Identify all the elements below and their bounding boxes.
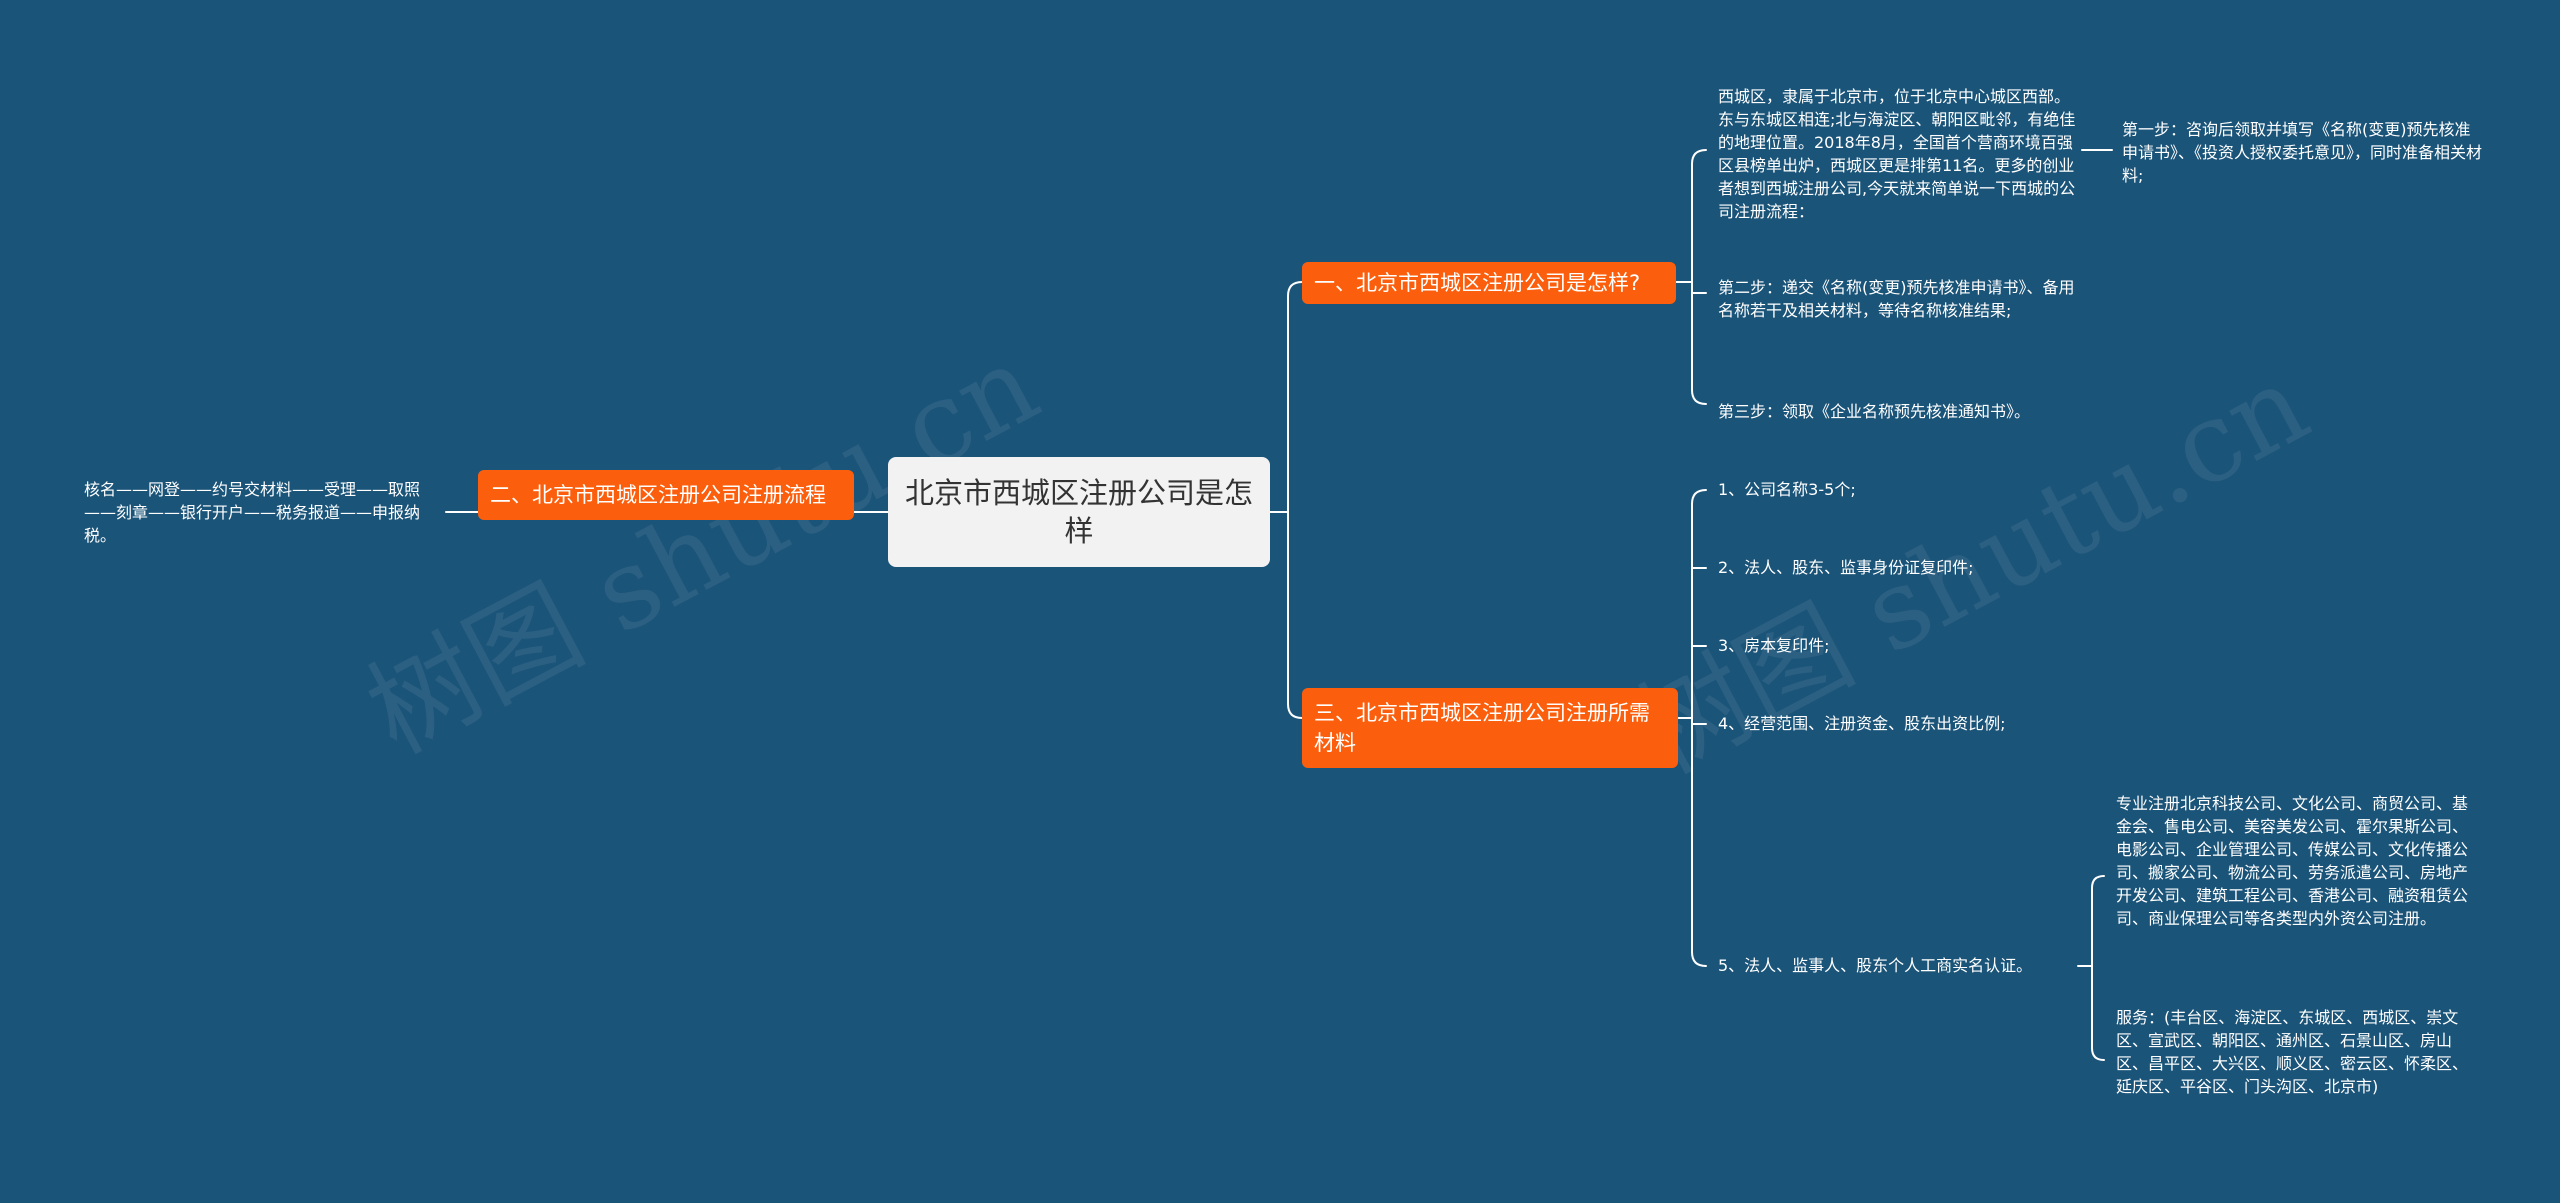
branch-label: 三、北京市西城区注册公司注册所需材料 bbox=[1314, 701, 1650, 755]
leaf-material-4: 4、经营范围、注册资金、股东出资比例; bbox=[1718, 714, 2006, 733]
leaf-step-2: 第二步：递交《名称(变更)预先核准申请书》、备用名称若干及相关材料，等待名称核准… bbox=[1718, 278, 2075, 320]
link-trunk-right bbox=[1287, 281, 1303, 719]
link-item5-sub bbox=[2077, 875, 2105, 1061]
leaf-material-3: 3、房本复印件; bbox=[1718, 636, 1830, 655]
leaf-step-1: 第一步：咨询后领取并填写《名称(变更)预先核准申请书》、《投资人授权委托意见》，… bbox=[2122, 120, 2483, 185]
root-label: 北京市西城区注册公司是怎样 bbox=[904, 476, 1253, 548]
branch-registration-process[interactable]: 二、北京市西城区注册公司注册流程 bbox=[478, 470, 854, 520]
leaf-material-5: 5、法人、监事人、股东个人工商实名认证。 bbox=[1718, 956, 2033, 975]
leaf-step-3: 第三步：领取《企业名称预先核准通知书》。 bbox=[1718, 402, 2031, 421]
branch-required-materials[interactable]: 三、北京市西城区注册公司注册所需材料 bbox=[1302, 688, 1678, 768]
leaf-service-areas: 服务：(丰台区、海淀区、东城区、西城区、崇文区、宣武区、朝阳区、通州区、石景山区… bbox=[2116, 1008, 2469, 1096]
link-top-bracket bbox=[1675, 149, 1707, 405]
branch-label: 二、北京市西城区注册公司注册流程 bbox=[490, 483, 826, 507]
leaf-material-1: 1、公司名称3-5个; bbox=[1718, 480, 1856, 499]
branch-how-it-works[interactable]: 一、北京市西城区注册公司是怎样? bbox=[1302, 262, 1676, 304]
leaf-xicheng-intro: 西城区，隶属于北京市，位于北京中心城区西部。东与东城区相连;北与海淀区、朝阳区毗… bbox=[1718, 87, 2076, 221]
leaf-process-steps: 核名——网登——约号交材料——受理——取照——刻章——银行开户——税务报道——申… bbox=[84, 480, 421, 545]
leaf-material-2: 2、法人、股东、监事身份证复印件; bbox=[1718, 558, 1974, 577]
leaf-service-types: 专业注册北京科技公司、文化公司、商贸公司、基金会、售电公司、美容美发公司、霍尔果… bbox=[2116, 794, 2469, 928]
branch-label: 一、北京市西城区注册公司是怎样? bbox=[1314, 271, 1641, 295]
root-node[interactable]: 北京市西城区注册公司是怎样 bbox=[888, 457, 1270, 567]
